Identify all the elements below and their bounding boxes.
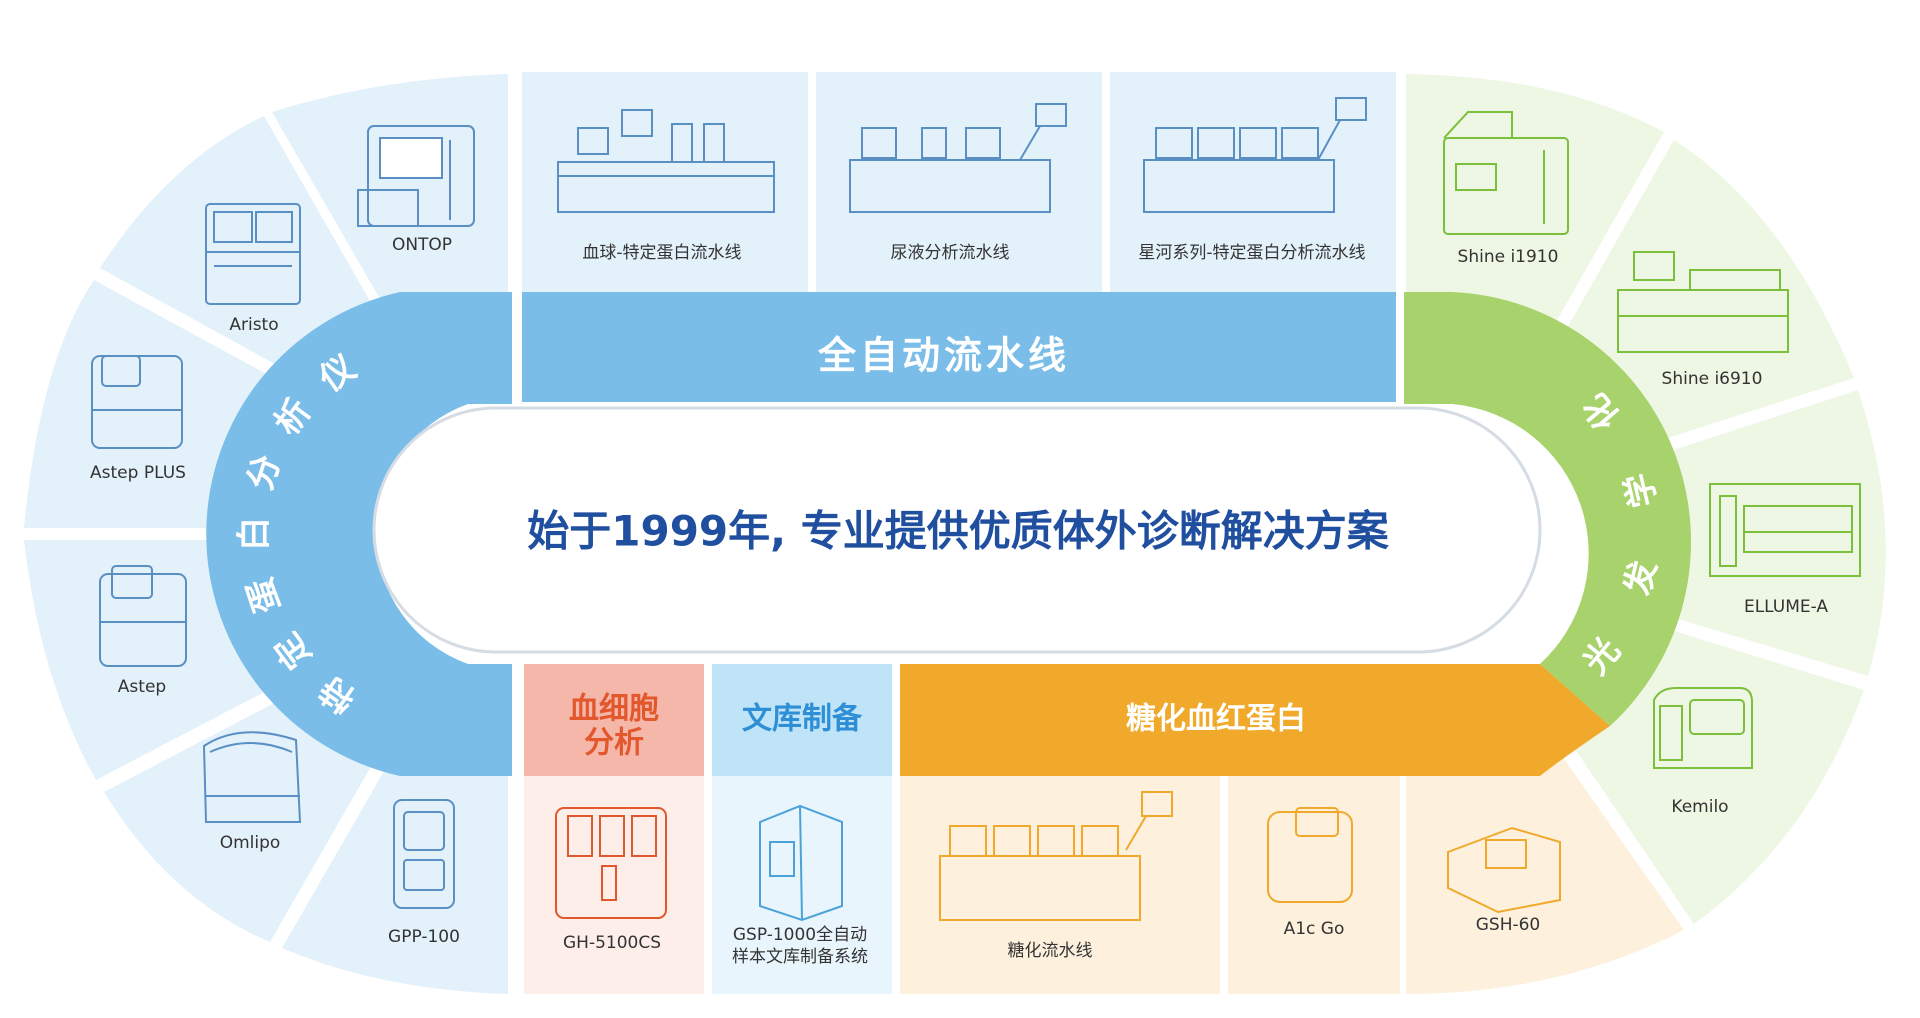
tile-line-xinghe (1110, 72, 1396, 294)
band-blood (524, 664, 704, 776)
product-a1c-go-illustration (1267, 807, 1353, 903)
product-astep-illustration (99, 565, 187, 667)
tile-line-blood-protein (522, 72, 808, 294)
product-shine-i6910-illustration (1617, 251, 1789, 353)
center-stadium (372, 406, 1542, 654)
label-ellume-a: ELLUME-A (1744, 597, 1828, 617)
label-line-xinghe: 星河系列-特定蛋白分析流水线 (1138, 243, 1365, 263)
tile-gh5100cs (524, 776, 704, 994)
label-omlipo: Omlipo (220, 833, 281, 853)
label-gsp1000-line1: GSP-1000全自动 (733, 925, 867, 945)
product-labels: ONTOP Aristo Astep PLUS Astep Omlipo GPP… (90, 235, 1828, 967)
label-gpp100: GPP-100 (388, 927, 460, 947)
category-pipeline-label: 全自动流水线 (817, 334, 1070, 378)
category-blood-label-line2: 分析 (584, 726, 644, 761)
label-gsh60: GSH-60 (1476, 915, 1541, 935)
product-line-xinghe-illustration (1143, 97, 1367, 213)
product-gpp100-illustration (393, 799, 455, 909)
headline: 始于1999年, 专业提供优质体外诊断解决方案 (527, 507, 1389, 556)
product-gsp1000-illustration (759, 804, 843, 922)
product-gh5100cs-illustration (555, 807, 667, 919)
category-hba1c-label: 糖化血红蛋白 (1126, 702, 1306, 737)
product-line-blood-protein-illustration (557, 109, 775, 213)
product-ellume-a-illustration (1709, 483, 1861, 577)
label-a1c-go: A1c Go (1284, 919, 1345, 939)
band-library (712, 664, 892, 776)
label-kemilo: Kemilo (1671, 797, 1728, 817)
product-omlipo-illustration (202, 731, 302, 823)
label-line-hba1c: 糖化流水线 (1008, 941, 1093, 961)
label-aristo: Aristo (229, 315, 278, 335)
label-shine-i1910: Shine i1910 (1458, 247, 1559, 267)
label-gh5100cs: GH-5100CS (563, 933, 661, 953)
band-pipeline (522, 292, 1396, 402)
band-hba1c (900, 664, 1610, 776)
product-kemilo-illustration (1653, 687, 1753, 769)
category-library-label: 文库制备 (742, 702, 863, 737)
tile-line-hba1c (900, 776, 1220, 994)
wedge-ontop (272, 74, 508, 330)
wedge-aristo (100, 116, 390, 392)
arc-char: 白 (235, 517, 275, 551)
band-chemi (1404, 292, 1692, 726)
label-shine-i6910: Shine i6910 (1662, 369, 1763, 389)
label-line-urine: 尿液分析流水线 (891, 243, 1010, 263)
wedge-gsh60-bg (1406, 736, 1684, 994)
product-shine-i1910-illustration (1443, 111, 1569, 235)
product-astep-plus-illustration (91, 355, 183, 449)
label-gsp1000-line2: 样本文库制备系统 (732, 947, 868, 967)
product-gsh60-illustration (1447, 826, 1561, 914)
label-astep-plus: Astep PLUS (90, 463, 186, 483)
label-line-blood-protein: 血球-特定蛋白流水线 (582, 243, 741, 263)
product-aristo-illustration (205, 203, 301, 305)
label-astep: Astep (118, 677, 166, 697)
product-line-hba1c-illustration (939, 791, 1173, 921)
tile-line-urine (816, 72, 1102, 294)
wedge-shine-i1910 (1406, 74, 1664, 350)
product-line-urine-illustration (849, 103, 1067, 213)
band-protein (206, 292, 512, 776)
product-ontop-illustration (357, 125, 475, 227)
label-ontop: ONTOP (392, 235, 452, 255)
category-blood-label-line1: 血细胞 (569, 692, 659, 727)
